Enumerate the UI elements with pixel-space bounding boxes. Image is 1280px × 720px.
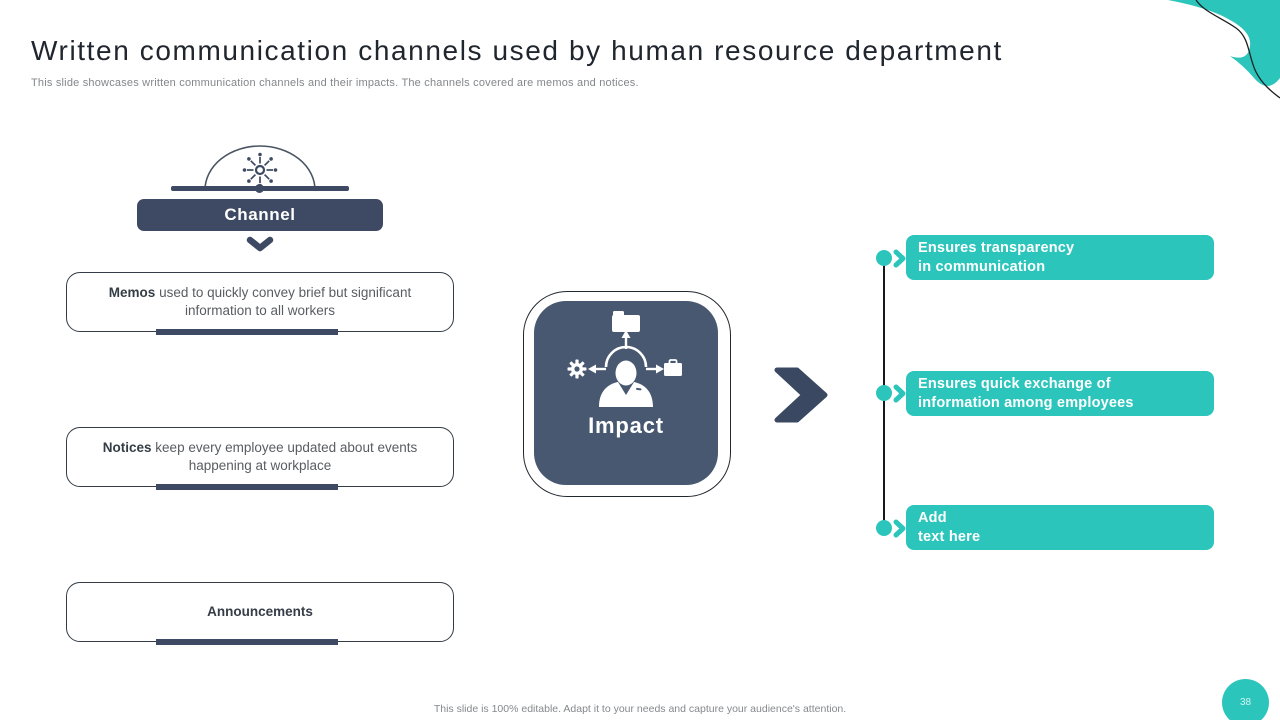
page-number-badge: 38 (1222, 679, 1269, 720)
chevron-right-icon (774, 367, 828, 423)
impact-item-1[interactable]: Ensures transparency in communication (906, 235, 1214, 280)
impact-card[interactable]: Impact (523, 291, 731, 497)
channel-box-text: Announcements (207, 604, 313, 619)
impact-card-inner: Impact (534, 301, 718, 485)
channel-box-text: Memos used to quickly convey brief but s… (108, 285, 412, 318)
hub-network-icon (204, 145, 316, 191)
chevron-right-small-icon (893, 384, 906, 403)
divider-dot (255, 184, 264, 193)
slide-subtitle: This slide showcases written communicati… (31, 77, 639, 89)
impact-label: Impact (588, 413, 664, 438)
channel-box-underline (156, 329, 338, 335)
channel-header-label: Channel (224, 205, 296, 224)
channel-box-text: Notices keep every employee updated abou… (102, 440, 418, 473)
channel-box-announcements[interactable]: Announcements (66, 582, 454, 645)
impact-item-2[interactable]: Ensures quick exchange of information am… (906, 371, 1214, 416)
channel-box-underline (156, 639, 338, 645)
connector-dot (876, 250, 892, 266)
chevron-right-small-icon (893, 519, 906, 538)
person-workflow-icon (567, 311, 682, 407)
chevron-down-icon (246, 236, 274, 252)
channel-header[interactable]: Channel (137, 199, 383, 231)
chevron-right-small-icon (893, 249, 906, 268)
channel-divider-bar (171, 184, 349, 193)
page-number: 38 (1239, 697, 1252, 708)
impact-item-3[interactable]: Add text here (906, 505, 1214, 550)
connector-dot (876, 520, 892, 536)
channel-box-memos[interactable]: Memos used to quickly convey brief but s… (66, 272, 454, 335)
slide-title: Written communication channels used by h… (31, 34, 1003, 66)
connector-dot (876, 385, 892, 401)
channel-box-underline (156, 484, 338, 490)
teal-blob-decoration (1168, 0, 1280, 99)
slide-footer-note: This slide is 100% editable. Adapt it to… (433, 703, 847, 715)
channel-box-notices[interactable]: Notices keep every employee updated abou… (66, 427, 454, 490)
